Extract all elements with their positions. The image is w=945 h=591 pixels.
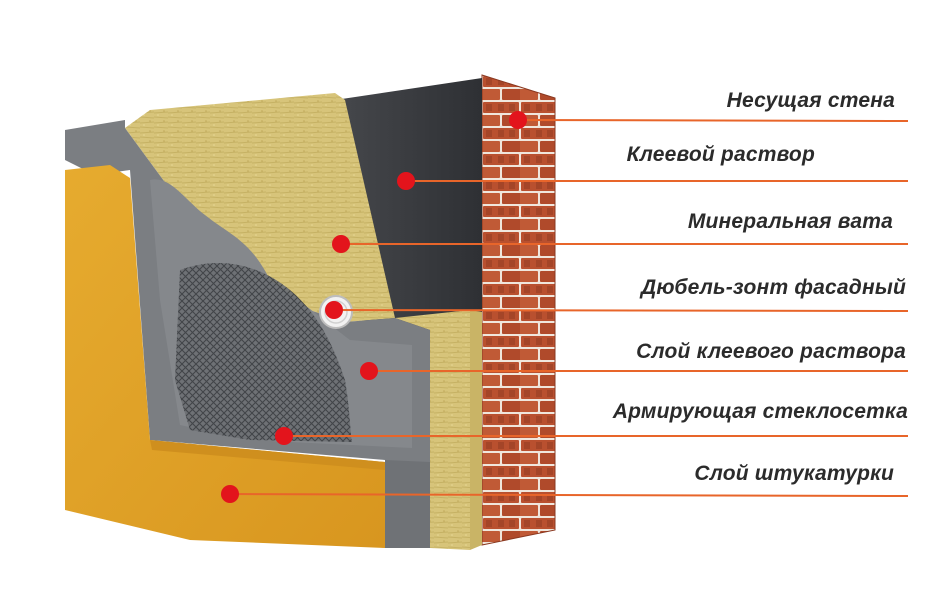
label-load-bearing-wall: Несущая стена [726, 89, 895, 112]
marker-load-bearing-wall [509, 111, 527, 129]
marker-facade-dowel [325, 301, 343, 319]
label-adhesive-layer: Слой клеевого раствора [636, 340, 906, 363]
marker-reinforcing-mesh [275, 427, 293, 445]
mineral-wool-upper [125, 93, 395, 322]
label-plaster-layer: Слой штукатурки [694, 462, 894, 485]
leader-line-facade-dowel [333, 309, 909, 312]
label-mineral-wool: Минеральная вата [687, 210, 893, 233]
marker-adhesive-mortar [397, 172, 415, 190]
label-adhesive-mortar: Клеевой раствор [626, 143, 815, 166]
plaster-region [65, 165, 385, 548]
marker-plaster-layer [221, 485, 239, 503]
markers [221, 111, 527, 503]
marker-mineral-wool [332, 235, 350, 253]
label-facade-dowel: Дюбель-зонт фасадный [640, 276, 906, 299]
leader-line-plaster-layer [229, 493, 909, 497]
leader-lines [229, 119, 909, 497]
mesh-region [175, 262, 352, 442]
leader-line-load-bearing-wall [517, 119, 909, 122]
marker-adhesive-layer [360, 362, 378, 380]
label-reinforcing-mesh: Армирующая стеклосетка [612, 400, 908, 423]
